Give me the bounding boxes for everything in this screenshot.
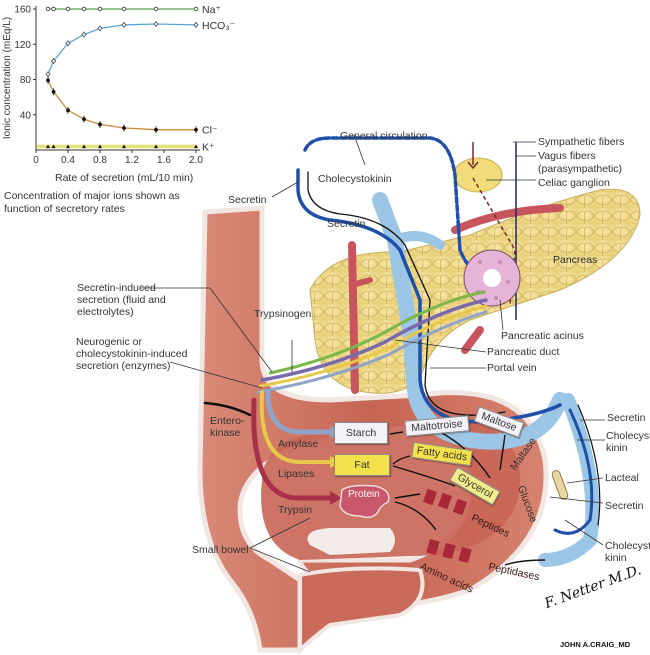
x-tick-label: 2.0 [189,155,203,166]
data-point [121,6,127,12]
label-neurogenic-secretion: Neurogenic or cholecystokinin-induced se… [76,336,188,372]
craig-signature: JOHN A.CRAIG_MD [560,640,631,649]
chart-x-axis-label: Rate of secretion (mL/10 min) [55,172,194,184]
x-tick-label: 0.4 [61,155,75,166]
series-K+: K⁺ [37,141,215,153]
secretion-duct-bundle [256,290,488,394]
label-vagus-fibers: Vagus fibers [538,150,596,162]
data-point [81,6,87,12]
data-point [82,117,86,122]
data-point [65,6,71,12]
data-point [153,6,159,12]
data-point [66,144,70,149]
chart-y-axis-label: Ionic concentration (mEq/L) [2,16,13,140]
x-tick-label: 0.8 [93,155,107,166]
label-secretin-mid: Secretin [327,218,366,230]
label-secretin-right-2: Secretin [605,500,644,512]
data-point [82,144,86,149]
label-general-circulation: General circulation [340,130,428,142]
label-lacteal: Lacteal [605,472,639,484]
label-trypsinogen: Trypsinogen [254,308,312,320]
y-tick-label: 160 [14,5,31,16]
y-tick-label: 40 [20,110,32,121]
label-enterokinase: Entero-kinase [210,415,245,439]
label-trypsin: Trypsin [278,504,313,516]
data-point [97,6,103,12]
series-label: Cl⁻ [202,125,218,137]
lacteal [551,470,569,500]
chart-series: Na⁺ HCO₃⁻ Cl⁻ K⁺ [37,4,236,153]
data-point [50,58,57,64]
data-point [153,21,159,27]
data-point [193,6,199,12]
label-pancreatic-duct: Pancreatic duct [487,346,560,358]
leader-lines [140,134,605,573]
label-pancreatic-acinus: Pancreatic acinus [501,330,584,342]
data-point [51,6,56,12]
label-secretin-induced-secretion: Secretin-induced secretion (fluid and el… [77,282,166,318]
data-point [98,122,102,127]
label-small-bowel: Small bowel [192,544,249,556]
series-line [47,23,197,75]
label-protein: Protein [348,489,380,500]
data-point [121,22,127,28]
data-point [81,31,87,38]
enzyme-arrows [203,389,342,505]
data-point [65,40,71,46]
ion-concentration-chart: 0 0.4 0.8 1.2 1.6 2.0 40 80 120 160 Na⁺ HCO₃⁻ Cl⁻ K⁺ [14,4,236,167]
series-HCO3-: HCO₃⁻ [45,20,236,78]
label-cholecystokinin-right-1: Cholecysto-kinin [606,430,650,454]
data-point [154,144,158,149]
y-tick-label: 80 [20,75,32,86]
data-point [46,144,50,149]
series-label: HCO₃⁻ [202,20,236,32]
series-line [47,80,196,131]
fat-box: Fat [334,454,390,476]
series-label: Na⁺ [202,4,221,16]
series-Na+: Na⁺ [45,4,221,16]
data-point [154,127,158,132]
arteries [348,204,564,394]
data-point [51,144,56,149]
x-tick-label: 1.2 [125,155,139,166]
label-cholecystokinin-top: Cholecystokinin [318,173,392,185]
x-tick-label: 1.6 [157,155,171,166]
label-portal-vein: Portal vein [487,362,537,374]
data-point [45,6,51,12]
label-lipases: Lipases [278,468,315,480]
data-point [194,127,198,132]
peptide-blocks [422,488,472,564]
data-point [194,144,198,149]
label-parasympathetic: (parasympathetic) [538,163,623,175]
label-secretin-left: Secretin [228,194,267,206]
data-point [98,144,102,149]
data-point [122,126,126,130]
chart-caption: Concentration of major ions shown as fun… [4,190,180,215]
starch-box: Starch [334,422,388,444]
y-tick-label: 120 [14,40,31,51]
label-pancreas: Pancreas [553,254,598,266]
series-Cl-: Cl⁻ [46,76,218,137]
label-secretin-right-1: Secretin [607,412,646,424]
data-point [46,78,50,83]
data-point [66,108,70,113]
label-cholecystokinin-right-2: Cholecysto-kinin [605,540,650,564]
label-celiac-ganglion: Celiac ganglion [538,177,610,189]
series-label: K⁺ [202,141,215,153]
label-sympathetic-fibers: Sympathetic fibers [538,136,625,148]
chart-axes: 0 0.4 0.8 1.2 1.6 2.0 40 80 120 160 [14,5,203,167]
data-point [51,89,56,94]
data-point [122,144,126,149]
data-point [45,71,51,77]
data-point [193,22,199,28]
protein-shape [339,484,390,519]
pancreatic-acinus [463,249,521,307]
data-point [97,25,103,32]
x-tick-label: 0 [33,155,39,166]
label-amylase: Amylase [278,438,319,450]
